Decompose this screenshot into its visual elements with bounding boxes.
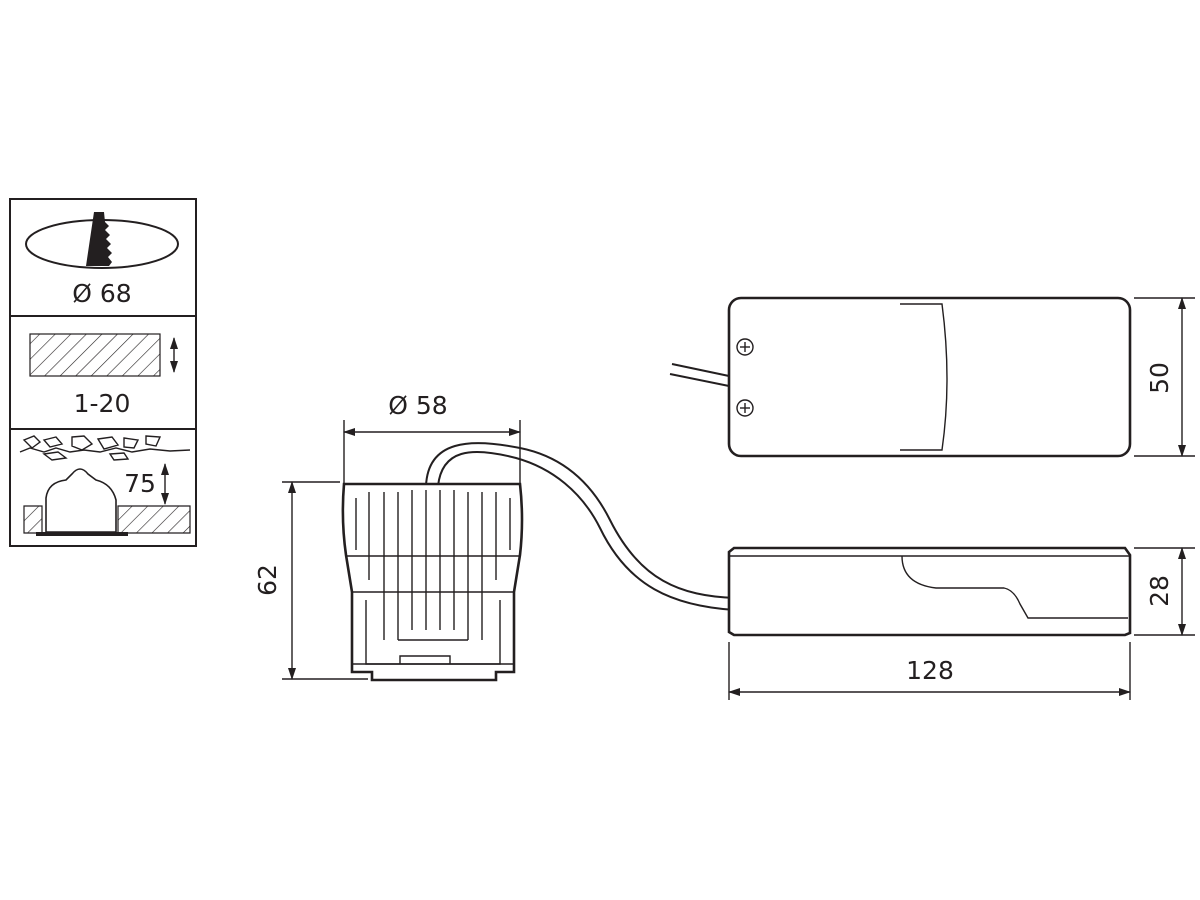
driver-length-label: 128 <box>906 656 954 685</box>
dimension-lines <box>282 297 1195 700</box>
driver-height-label: 28 <box>1145 575 1174 607</box>
module-diameter-label: Ø 58 <box>388 391 447 420</box>
driver-top-view <box>669 296 1132 458</box>
installation-depth-label: 75 <box>124 469 156 498</box>
ceiling-thickness-label: 1-20 <box>74 389 131 418</box>
terminal-plus-icon <box>736 399 754 417</box>
terminal-plus-icon <box>736 338 754 356</box>
led-module <box>341 482 524 682</box>
module-height-label: 62 <box>253 564 282 596</box>
ceiling-thickness-icon <box>29 333 178 377</box>
installation-depth-icon <box>19 435 191 536</box>
cutout-diameter-label: Ø 68 <box>72 279 131 308</box>
installation-panel: Ø 68 1-20 75 <box>9 198 197 547</box>
connecting-cable <box>425 442 736 611</box>
driver-side-view <box>727 546 1132 637</box>
driver-width-label: 50 <box>1145 362 1174 394</box>
cutout-saw-icon <box>25 212 179 269</box>
